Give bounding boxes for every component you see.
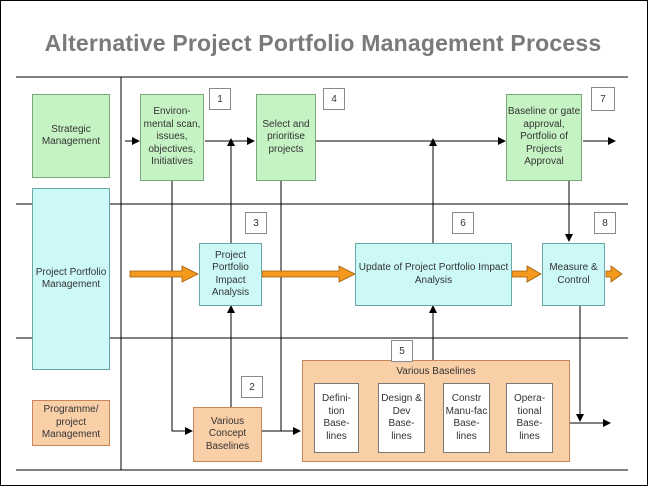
lane-project-portfolio-management: Project Portfolio Management xyxy=(32,188,110,370)
orange-arrow-step6-to-step8 xyxy=(511,265,542,283)
step-number-1: 1 xyxy=(209,88,231,110)
baseline-design-dev: Design & Dev Base-lines xyxy=(378,383,425,453)
step-1-environmental-scan: Environ-mental scan, issues, objectives,… xyxy=(140,94,204,181)
step-5-label: Various Baselines xyxy=(396,366,476,377)
step-number-8: 8 xyxy=(594,212,616,234)
step-4-select-and-prioritise: Select and prioritise projects xyxy=(256,94,316,181)
step-7-baseline-approval: Baseline or gate approval, Portfolio of … xyxy=(506,94,582,181)
step-number-6: 6 xyxy=(452,212,474,234)
orange-arrow-step3-to-step6 xyxy=(261,265,356,283)
step-number-2: 2 xyxy=(241,376,263,398)
diagram-title: Alternative Project Portfolio Management… xyxy=(44,30,602,56)
baseline-constr-manufac: Constr Manu-fac Base-lines xyxy=(443,383,490,453)
step-6-update-impact-analysis: Update of Project Portfolio Impact Analy… xyxy=(355,243,512,306)
step-number-5: 5 xyxy=(391,340,413,362)
orange-arrow-into-step3 xyxy=(129,265,199,283)
orange-arrow-step8-out xyxy=(605,265,623,283)
step-2-concept-baselines: Various Concept Baselines xyxy=(193,407,262,462)
baseline-definition: Defini-tion Base-lines xyxy=(314,383,359,453)
step-number-4: 4 xyxy=(323,88,345,110)
line-step4-down xyxy=(280,181,291,432)
baseline-operational: Opera-tional Base-lines xyxy=(506,383,553,453)
lane-programme-project-management: Programme/ project Management xyxy=(32,400,110,446)
step-number-3: 3 xyxy=(245,212,267,234)
step-number-7: 7 xyxy=(591,87,615,111)
arrow-step1-to-step2 xyxy=(171,181,193,435)
step-8-measure-and-control: Measure & Control xyxy=(542,243,605,306)
step-3-impact-analysis: Project Portfolio Impact Analysis xyxy=(199,243,262,306)
lane-strategic-management: Strategic Management xyxy=(32,94,110,178)
